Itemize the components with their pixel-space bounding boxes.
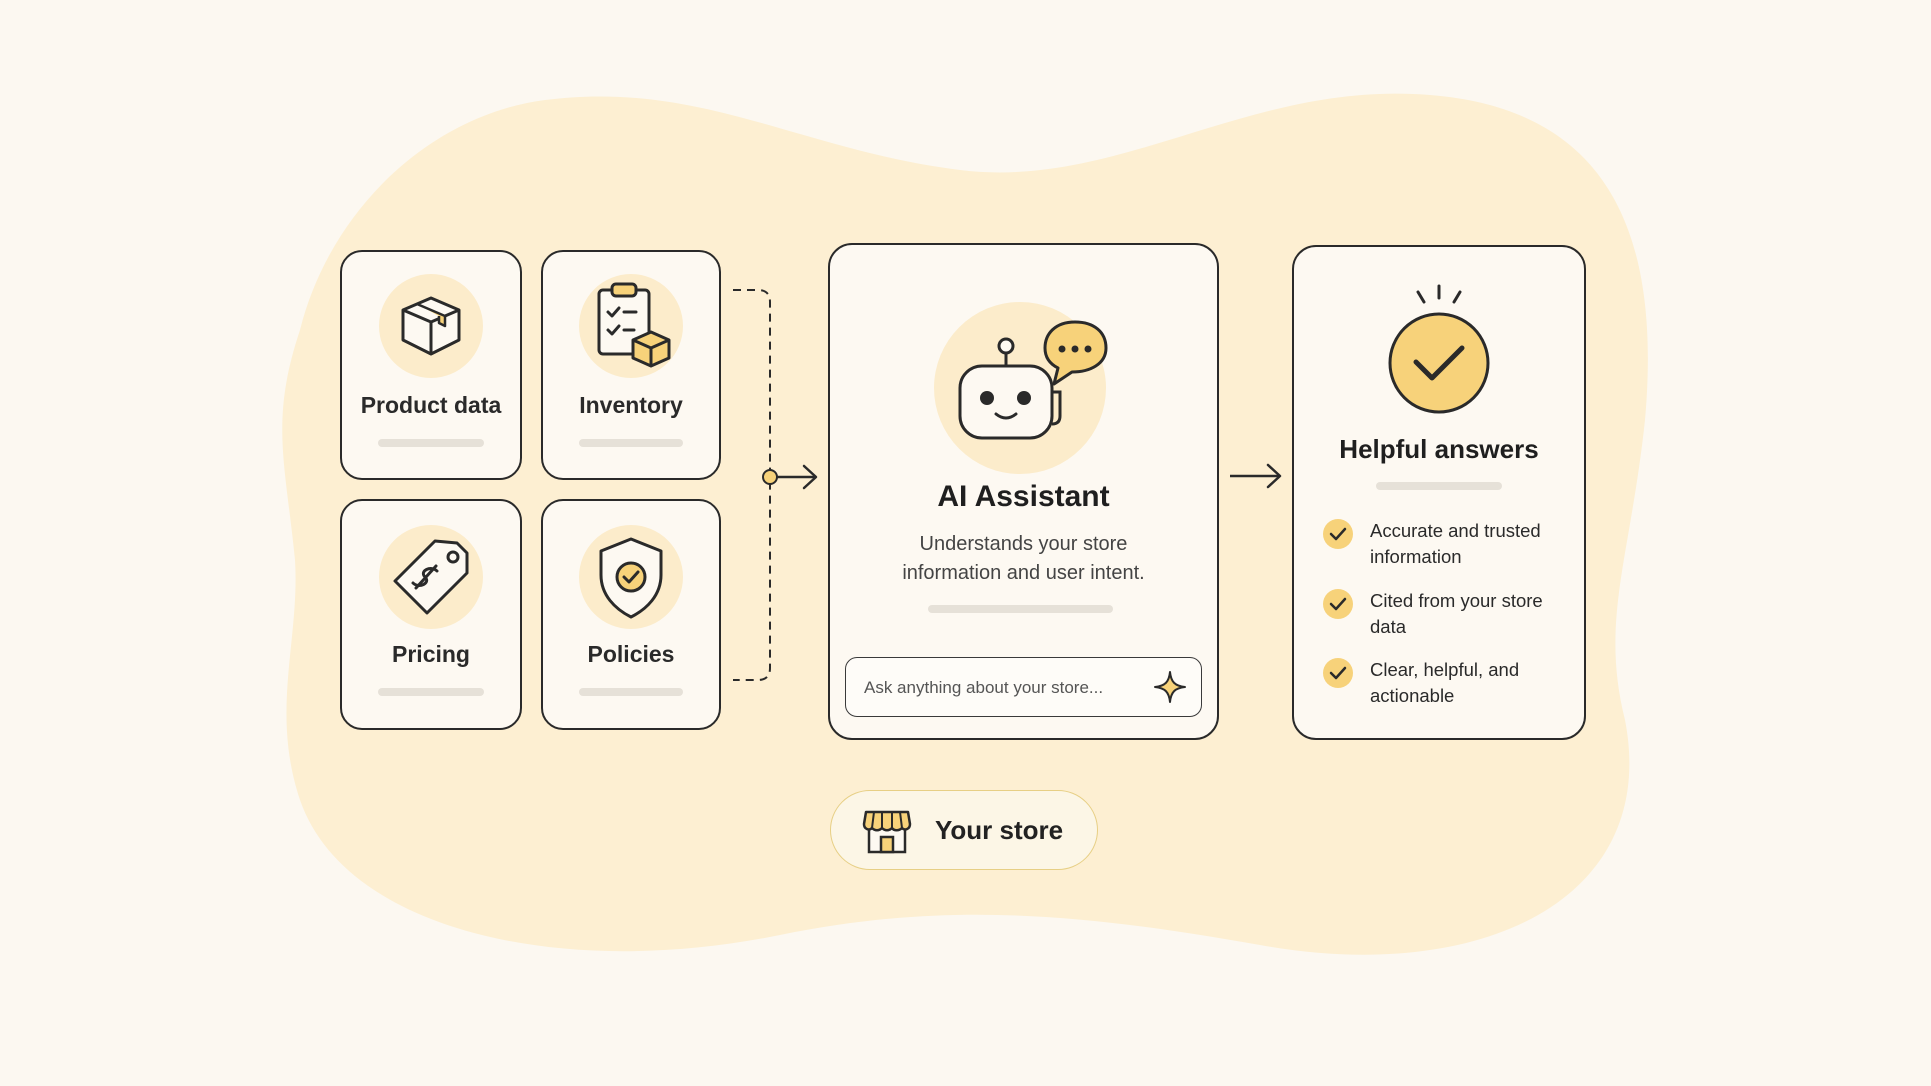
ask-input[interactable]: Ask anything about your store...	[845, 657, 1202, 717]
answer-line: data	[1370, 616, 1407, 637]
placeholder-bar	[1376, 482, 1502, 490]
answer-item-text: Accurate and trusted information	[1370, 518, 1541, 570]
source-card-pricing: Pricing	[340, 499, 522, 730]
placeholder-bar	[378, 688, 484, 696]
answer-line: Cited from your store	[1370, 590, 1543, 611]
source-card-inventory: Inventory	[541, 250, 721, 480]
shield-icon	[579, 525, 683, 629]
check-icon	[1323, 589, 1353, 619]
robot-icon	[934, 302, 1108, 474]
source-card-product-data: Product data	[340, 250, 522, 480]
answer-line: Clear, helpful, and	[1370, 659, 1520, 680]
arrow-right-icon	[1230, 463, 1282, 489]
placeholder-bar	[928, 605, 1113, 613]
description-line: information and user intent.	[902, 562, 1145, 584]
placeholder-bar	[579, 688, 683, 696]
your-store-label: Your store	[935, 815, 1064, 845]
ai-assistant-text: AI Assistant Understands your store info…	[828, 0, 1219, 1086]
ai-assistant-description: Understands your store information and u…	[828, 530, 1219, 588]
sparkle-icon[interactable]	[1153, 670, 1187, 704]
placeholder-bar	[378, 439, 484, 447]
ask-input-placeholder: Ask anything about your store...	[864, 678, 1104, 697]
clipboard-icon	[579, 274, 683, 378]
ai-assistant-title: AI Assistant	[937, 480, 1110, 513]
answer-item-text: Clear, helpful, and actionable	[1370, 657, 1519, 709]
check-icon	[1323, 519, 1353, 549]
answer-line: information	[1370, 546, 1462, 567]
helpful-answers-text: Helpful answers	[1292, 0, 1586, 1086]
source-label: Inventory	[579, 392, 683, 418]
answer-line: actionable	[1370, 685, 1455, 706]
helpful-answers-title: Helpful answers	[1339, 434, 1539, 464]
answer-item-text: Cited from your store data	[1370, 588, 1543, 640]
source-label: Policies	[587, 641, 675, 667]
box-icon	[379, 274, 483, 378]
check-icon	[1323, 658, 1353, 688]
check-circle-icon	[1388, 284, 1490, 414]
your-store-pill[interactable]: Your store	[830, 790, 1098, 870]
placeholder-bar	[579, 439, 683, 447]
source-card-policies: Policies	[541, 499, 721, 730]
bracket-connector	[733, 289, 818, 681]
answer-line: Accurate and trusted	[1370, 520, 1541, 541]
storefront-icon	[862, 810, 912, 854]
source-label: Pricing	[392, 641, 470, 667]
description-line: Understands your store	[919, 533, 1128, 555]
price-tag-icon	[379, 525, 483, 629]
source-label: Product data	[360, 392, 502, 418]
